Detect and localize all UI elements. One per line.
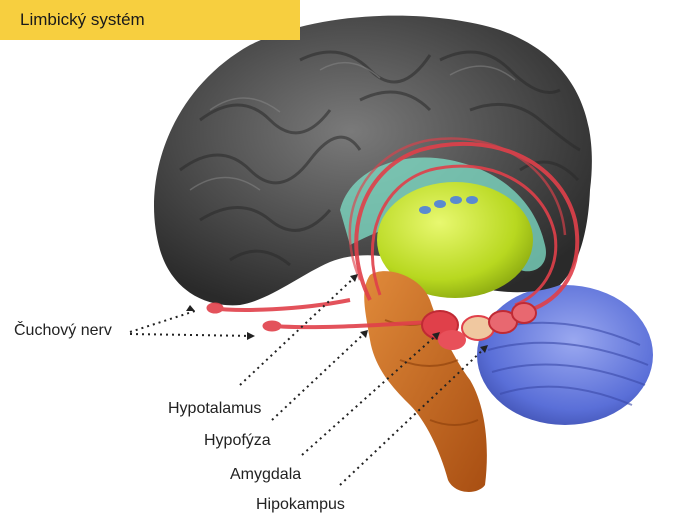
label-hippocampus: Hipokampus [256,496,345,513]
title-banner: Limbický systém [0,0,300,40]
thalamus [377,182,533,298]
label-olfactory-nerve: Čuchový nerv [14,322,112,339]
label-hypothalamus: Hypotalamus [168,400,262,417]
cerebellum [477,285,653,425]
leader-olfactory-lower [129,333,256,337]
leader-amygdala [301,331,441,456]
leader-arrowheads [186,274,488,353]
diagram-title: Limbický systém [20,10,145,29]
leader-pituitary [271,329,369,421]
limbic-tracts [206,137,580,332]
leader-olfactory-upper [129,310,196,333]
amygdala [421,310,466,350]
leader-hippocampus [339,344,489,486]
label-amygdala: Amygdala [230,466,302,483]
leader-lines [129,273,489,486]
label-pituitary: Hypofýza [204,432,271,449]
hippocampus [461,302,537,341]
brainstem [364,271,487,492]
